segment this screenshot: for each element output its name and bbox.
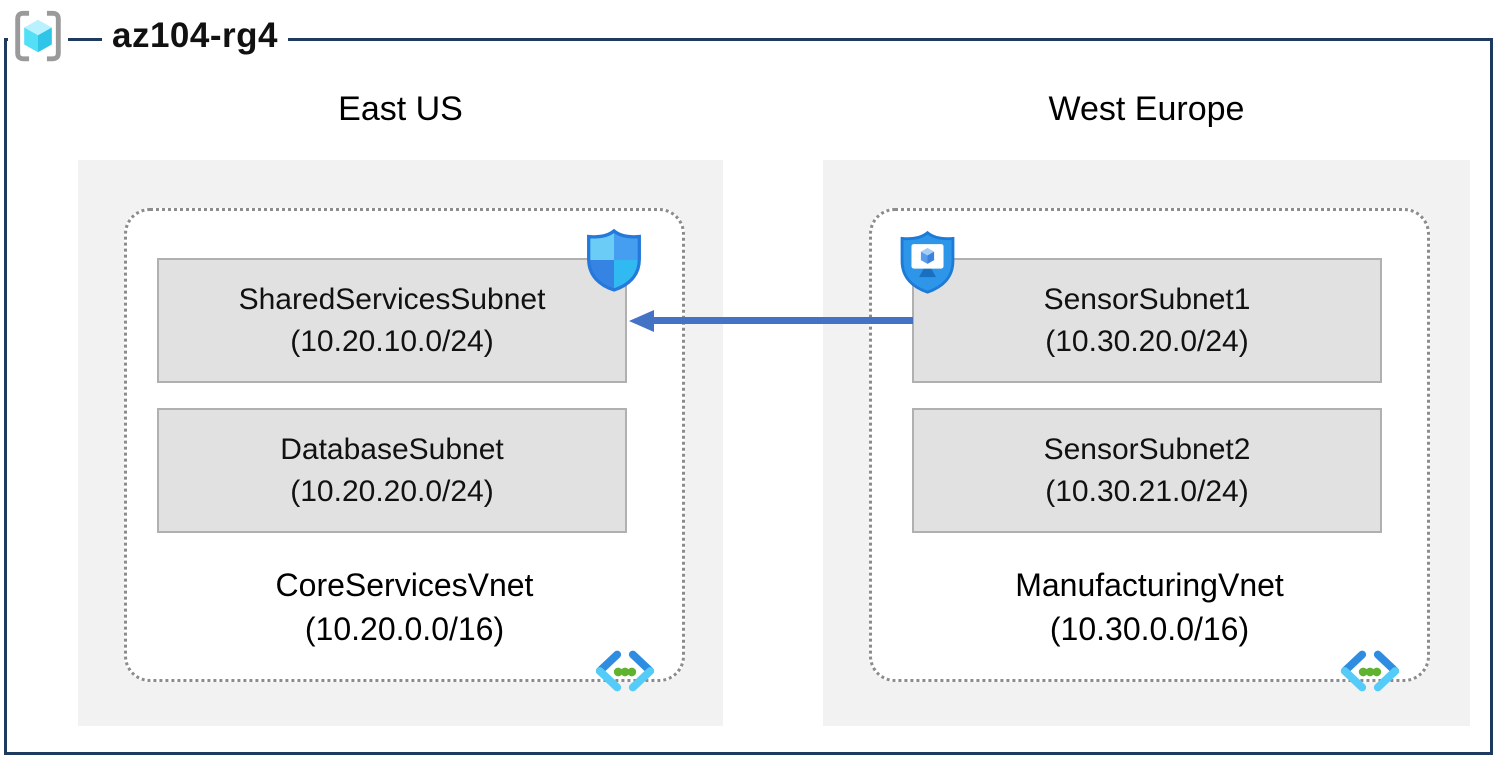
subnet-database: DatabaseSubnet (10.20.20.0/24) bbox=[157, 408, 627, 533]
subnet-name: SensorSubnet2 bbox=[1043, 432, 1251, 466]
peering-arrow-head bbox=[629, 310, 654, 332]
resource-group-legend: az104-rg4 bbox=[8, 6, 288, 66]
vnet-coreservices: SharedServicesSubnet (10.20.10.0/24) Dat… bbox=[124, 208, 685, 692]
subnet-sharedservices: SharedServicesSubnet (10.20.10.0/24) bbox=[157, 258, 627, 383]
subnet-cidr: (10.20.20.0/24) bbox=[290, 474, 494, 508]
vnet-label-manufacturing: ManufacturingVnet (10.30.0.0/16) bbox=[872, 563, 1427, 651]
vnet-cidr: (10.20.0.0/16) bbox=[304, 611, 505, 648]
subnet-name: DatabaseSubnet bbox=[280, 432, 504, 466]
subnet-sensor2: SensorSubnet2 (10.30.21.0/24) bbox=[912, 408, 1382, 533]
subnet-cidr: (10.20.10.0/24) bbox=[290, 324, 494, 358]
network-security-group-icon bbox=[584, 227, 644, 293]
vnet-label-coreservices: CoreServicesVnet (10.20.0.0/16) bbox=[127, 563, 682, 651]
vnet-manufacturing: SensorSubnet1 (10.30.20.0/24) SensorSubn… bbox=[869, 208, 1430, 692]
virtual-network-icon bbox=[1337, 647, 1403, 695]
subnet-name: SensorSubnet1 bbox=[1043, 282, 1251, 316]
vnet-cidr: (10.30.0.0/16) bbox=[1049, 611, 1250, 648]
resource-group-icon bbox=[8, 6, 68, 66]
subnet-sensor1: SensorSubnet1 (10.30.20.0/24) bbox=[912, 258, 1382, 383]
vnet-name: ManufacturingVnet bbox=[1015, 567, 1284, 603]
peering-arrow-line bbox=[654, 317, 913, 324]
resource-group-name: az104-rg4 bbox=[102, 10, 288, 62]
subnet-name: SharedServicesSubnet bbox=[238, 282, 546, 316]
subnet-cidr: (10.30.20.0/24) bbox=[1045, 324, 1249, 358]
virtual-network-icon bbox=[592, 647, 658, 695]
subnet-cidr: (10.30.21.0/24) bbox=[1045, 474, 1249, 508]
resource-group-boundary bbox=[4, 38, 1493, 755]
application-security-group-icon bbox=[897, 229, 958, 295]
vnet-name: CoreServicesVnet bbox=[275, 567, 534, 603]
region-label-east-us: East US bbox=[338, 90, 463, 128]
region-label-west-europe: West Europe bbox=[1048, 90, 1245, 128]
